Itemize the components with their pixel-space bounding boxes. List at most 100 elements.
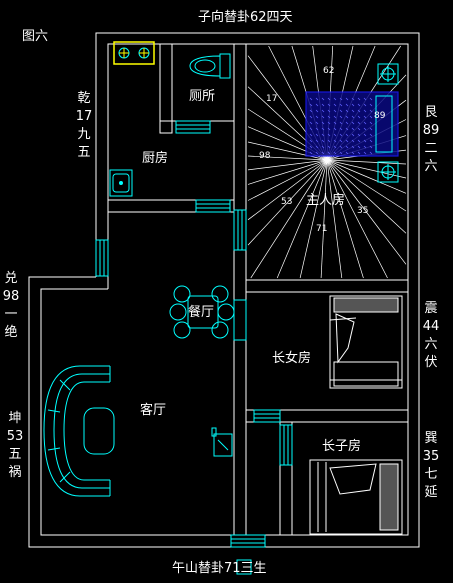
room-kitchen: 厨房 xyxy=(142,151,169,166)
master-bed-icon xyxy=(305,63,399,183)
room-son: 长子房 xyxy=(322,439,362,454)
bed-hatch-mark xyxy=(369,109,373,113)
star-ray xyxy=(326,159,364,279)
bed-hatch-mark xyxy=(333,97,337,101)
bed-hatch-mark xyxy=(363,133,367,137)
bed-hatch-mark xyxy=(369,133,373,137)
bed-hatch-mark xyxy=(345,133,349,137)
bed-hatch-mark xyxy=(333,103,337,107)
bed-hatch-mark xyxy=(315,133,319,137)
star-ray xyxy=(247,159,328,171)
star-ray xyxy=(276,159,328,279)
bed-hatch-mark xyxy=(327,115,331,119)
bed-hatch-mark xyxy=(339,97,343,101)
bed-hatch-mark xyxy=(309,97,313,101)
star-ray xyxy=(250,159,328,279)
bed-hatch-mark xyxy=(363,127,367,131)
bed-hatch-mark xyxy=(333,145,337,149)
bed-hatch-mark xyxy=(351,151,355,155)
star-ray xyxy=(326,159,407,194)
bed-hatch-mark xyxy=(369,121,373,125)
bed-hatch-mark xyxy=(363,115,367,119)
bed-hatch-mark xyxy=(321,151,325,155)
bed-hatch-mark xyxy=(333,133,337,137)
bed-hatch-mark xyxy=(309,109,313,113)
star-ray xyxy=(326,159,407,212)
bed-hatch-mark xyxy=(309,121,313,125)
bed-hatch-mark xyxy=(309,115,313,119)
star-ray xyxy=(320,159,328,279)
bed-hatch-mark xyxy=(363,121,367,125)
bed-hatch-mark xyxy=(327,133,331,137)
bed-hatch-mark xyxy=(321,109,325,113)
bed-hatch-mark xyxy=(333,121,337,125)
bed-hatch-mark xyxy=(357,145,361,149)
sink-icon xyxy=(109,169,133,197)
bed-hatch-mark xyxy=(363,145,367,149)
bed-hatch-mark xyxy=(321,145,325,149)
bed-hatch-mark xyxy=(351,121,355,125)
bed-hatch-mark xyxy=(309,151,313,155)
bed-hatch-mark xyxy=(309,103,313,107)
room-living: 客厅 xyxy=(140,403,167,418)
stove-icon xyxy=(113,41,155,65)
bed-hatch-mark xyxy=(321,121,325,125)
bed-hatch-mark xyxy=(315,127,319,131)
bed-hatch-mark xyxy=(315,109,319,113)
bed-hatch-mark xyxy=(363,109,367,113)
front-door xyxy=(230,534,266,548)
door-son-side xyxy=(279,424,293,466)
bed-hatch-mark xyxy=(363,97,367,101)
toilet-icon xyxy=(189,53,231,79)
bed-hatch-mark xyxy=(369,115,373,119)
bed-hatch-mark xyxy=(345,103,349,107)
bed-hatch-mark xyxy=(321,103,325,107)
door-son xyxy=(253,409,281,423)
bed-hatch-mark xyxy=(351,115,355,119)
figure-label: 图六 xyxy=(22,29,49,44)
star-ray xyxy=(326,159,407,234)
bed-hatch-mark xyxy=(345,151,349,155)
bed-hatch-mark xyxy=(345,145,349,149)
window-daughter xyxy=(233,299,247,341)
bed-hatch-mark xyxy=(327,139,331,143)
bed-hatch-mark xyxy=(351,139,355,143)
bed-hatch-mark xyxy=(309,133,313,137)
dining-table-icon xyxy=(169,285,235,339)
bed-hatch-mark xyxy=(339,103,343,107)
bed-hatch-mark xyxy=(345,115,349,119)
bed-hatch-mark xyxy=(321,115,325,119)
marker-box xyxy=(236,559,252,575)
bed-hatch-mark xyxy=(333,115,337,119)
bed-hatch-mark xyxy=(315,151,319,155)
bed-hatch-mark xyxy=(357,121,361,125)
star-ray xyxy=(247,155,328,161)
bed-hatch-mark xyxy=(369,97,373,101)
bed-hatch-mark xyxy=(351,145,355,149)
bed-hatch-mark xyxy=(327,109,331,113)
bed-hatch-mark xyxy=(339,151,343,155)
bed-hatch-mark xyxy=(339,127,343,131)
son-bed-icon xyxy=(309,459,403,535)
bed-hatch-mark xyxy=(357,127,361,131)
bed-hatch-mark xyxy=(339,115,343,119)
bed-hatch-mark xyxy=(315,103,319,107)
bed-hatch-mark xyxy=(327,151,331,155)
bed-hatch-mark xyxy=(327,103,331,107)
bed-hatch-mark xyxy=(339,109,343,113)
star-35: 35 xyxy=(357,206,369,216)
star-98: 98 xyxy=(259,151,271,161)
bed-hatch-mark xyxy=(309,145,313,149)
lower-inner-wall xyxy=(40,282,409,536)
bed-hatch-mark xyxy=(363,139,367,143)
bed-hatch-mark xyxy=(357,97,361,101)
bed-hatch-mark xyxy=(327,97,331,101)
bed-hatch-mark xyxy=(369,103,373,107)
door-kitchen xyxy=(195,199,231,213)
bed-hatch-mark xyxy=(327,127,331,131)
tv-icon xyxy=(211,427,233,457)
